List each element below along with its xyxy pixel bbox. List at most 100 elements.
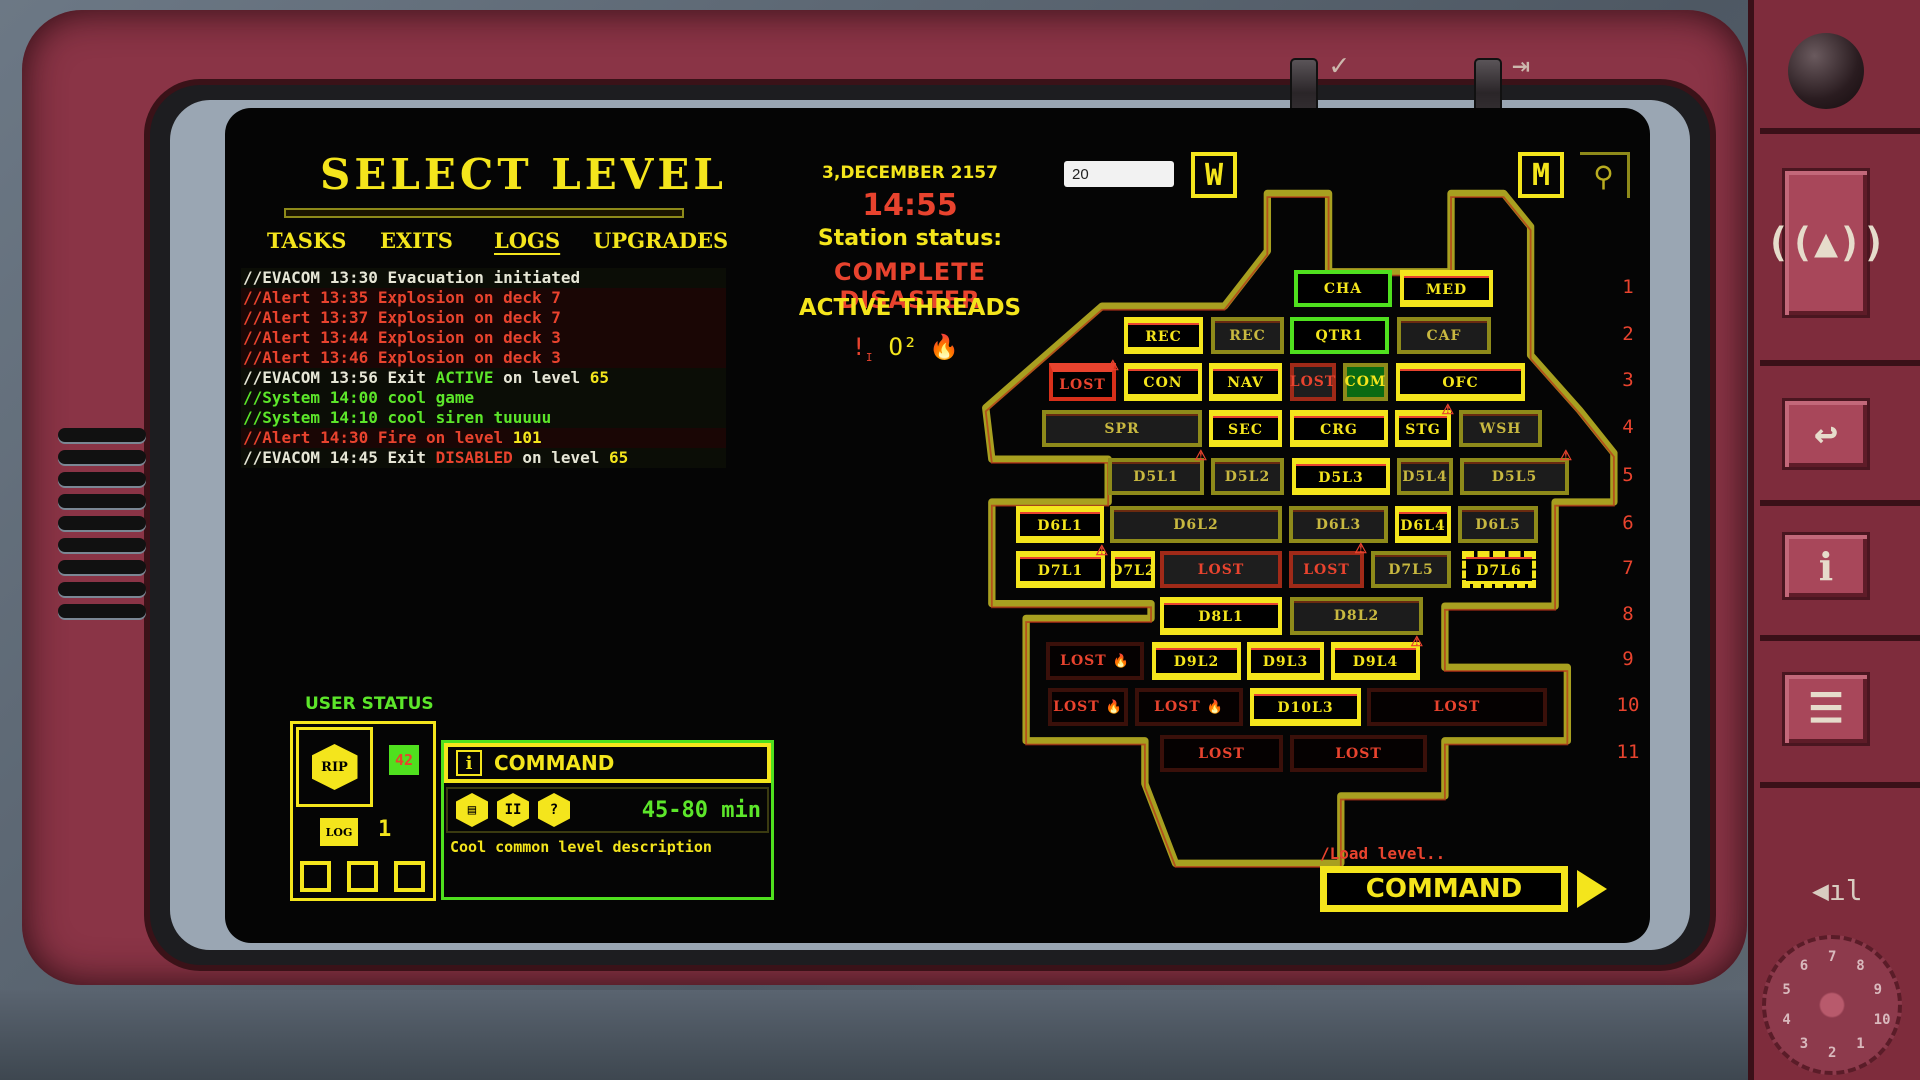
w-button[interactable]: W [1191,152,1237,198]
deck-number: 11 [1616,741,1640,763]
m-button[interactable]: M [1518,152,1564,198]
map-room-sec[interactable]: SEC [1209,410,1282,447]
room-label: D9L3 [1262,654,1309,670]
map-room-med[interactable]: MED [1400,270,1493,307]
map-room-rec[interactable]: REC [1124,317,1203,354]
map-room-lost[interactable]: LOST🔥 [1135,688,1243,726]
room-label: D7L5 [1388,561,1434,578]
siren-button[interactable]: ((▲)) [1766,168,1886,318]
map-room-d5l5[interactable]: D5L5⚠ [1460,448,1572,495]
map-room-com[interactable]: COM [1343,363,1388,401]
map-room-d5l3[interactable]: D5L3 [1292,458,1390,495]
level-info-row: ▤ II ? 45-80 min [446,787,769,833]
map-room-nav[interactable]: NAV [1209,363,1282,401]
volume-icon[interactable]: ◀ıl [1812,874,1863,907]
room-label: STG [1405,421,1441,438]
tab-exits[interactable]: EXITS [380,228,453,253]
map-room-caf[interactable]: CAF [1397,317,1491,354]
inventory-slot-2[interactable] [347,861,378,892]
map-room-d9l2[interactable]: D9L2 [1152,642,1241,680]
clock: 14:55 [862,188,958,223]
map-room-d7l1[interactable]: D7L1⚠ [1016,543,1108,588]
map-room-lost[interactable]: LOST [1367,688,1547,726]
play-arrow-button[interactable] [1577,870,1607,908]
map-room-lost[interactable]: LOST [1290,363,1336,401]
room-label: D9L4 [1352,654,1399,670]
log-segment: //Alert 14:30 Fire on level [243,428,513,447]
inventory-slot-1[interactable] [300,861,331,892]
map-room-d6l2[interactable]: D6L2 [1110,506,1282,543]
log-list: //EVACOM 13:30 Evacuation initiated//Ale… [241,268,726,468]
threat-glyph: 🔥 [929,333,959,361]
room-label: D7L6 [1476,562,1522,579]
map-room-d7l5[interactable]: D7L5 [1371,551,1451,588]
map-room-lost[interactable]: LOST⚠ [1049,358,1119,401]
log-segment: on level [512,448,610,467]
room-label: D8L1 [1198,609,1244,625]
map-room-ofc[interactable]: OFC [1396,363,1525,401]
room-label: WSH [1479,420,1522,437]
map-room-lost[interactable]: LOST [1290,735,1427,772]
deck-number: 1 [1622,276,1634,298]
question-icon: ? [538,793,570,827]
room-label: LOST [1197,561,1245,578]
map-room-d6l1[interactable]: D6L1 [1016,506,1104,543]
tab-upgrades[interactable]: UPGRADES [593,228,729,253]
zoom-search-button[interactable]: ⚲ [1580,152,1630,198]
map-room-stg[interactable]: STG⚠ [1395,402,1454,447]
dial-number: 1 [1856,1035,1865,1052]
map-room-lost[interactable]: LOST🔥 [1048,688,1128,726]
map-room-d9l4[interactable]: D9L4⚠ [1331,634,1423,680]
menu-button[interactable]: ☰ [1782,672,1870,746]
dial-number: 2 [1828,1045,1837,1061]
map-room-d6l4[interactable]: D6L4 [1395,506,1451,543]
map-room-crg[interactable]: CRG [1290,410,1388,447]
power-knob[interactable] [1788,33,1864,109]
map-room-d5l2[interactable]: D5L2 [1211,458,1284,495]
deck-number: 4 [1622,416,1634,438]
map-room-d7l6[interactable]: D7L6 [1462,551,1536,588]
dial-number: 4 [1782,1011,1791,1028]
map-room-d8l1[interactable]: D8L1 [1160,597,1282,635]
log-segment: //Alert 13:46 Explosion on deck 3 [243,348,561,367]
map-room-lost[interactable]: LOST🔥 [1046,642,1144,680]
warning-icon: ⚠ [1194,448,1208,464]
log-entry: //EVACOM 13:56 Exit ACTIVE on level 65 [241,368,726,388]
map-room-lost[interactable]: LOST [1160,551,1282,588]
deck-number: 5 [1622,464,1634,486]
map-room-d7l2[interactable]: D7L2 [1110,551,1156,588]
map-room-spr[interactable]: SPR [1042,410,1202,447]
map-room-lost[interactable]: LOST⚠ [1289,541,1367,588]
room-label: SPR [1104,420,1140,437]
log-folder-icon[interactable]: LOG [320,818,358,846]
load-command-button[interactable]: COMMAND [1320,866,1568,912]
map-room-rec[interactable]: REC [1211,317,1284,354]
warning-icon: ⚠ [1106,358,1120,374]
map-room-d9l3[interactable]: D9L3 [1247,642,1324,680]
room-label: D7L2 [1110,562,1156,579]
map-room-wsh[interactable]: WSH [1459,410,1542,447]
map-room-lost[interactable]: LOST [1160,735,1283,772]
info-button[interactable]: i [1782,532,1870,600]
map-room-con[interactable]: CON [1124,363,1202,401]
back-button[interactable]: ↩ [1782,398,1870,470]
log-entry: //System 14:10 cool siren tuuuuu [241,408,726,428]
map-room-d10l3[interactable]: D10L3 [1250,688,1361,726]
map-room-d8l2[interactable]: D8L2 [1290,597,1423,635]
level-number-input[interactable] [1064,161,1174,187]
map-room-d5l1[interactable]: D5L1⚠ [1108,448,1207,495]
date-label: 3,DECEMBER 2157 [822,163,998,183]
room-label: D6L3 [1315,516,1362,533]
map-room-cha[interactable]: CHA [1294,270,1392,307]
room-label: CHA [1323,280,1363,297]
map-room-qtr1[interactable]: QTR1 [1290,317,1389,354]
map-room-d6l5[interactable]: D6L5 [1458,506,1538,543]
log-segment: 65 [589,368,610,387]
map-room-d5l4[interactable]: D5L4 [1397,458,1453,495]
room-label: LOST [1289,374,1337,390]
inventory-slot-3[interactable] [394,861,425,892]
tab-tasks[interactable]: TASKS [267,228,347,253]
tab-logs[interactable]: LOGS [494,228,561,253]
map-room-d6l3[interactable]: D6L3 [1289,506,1388,543]
